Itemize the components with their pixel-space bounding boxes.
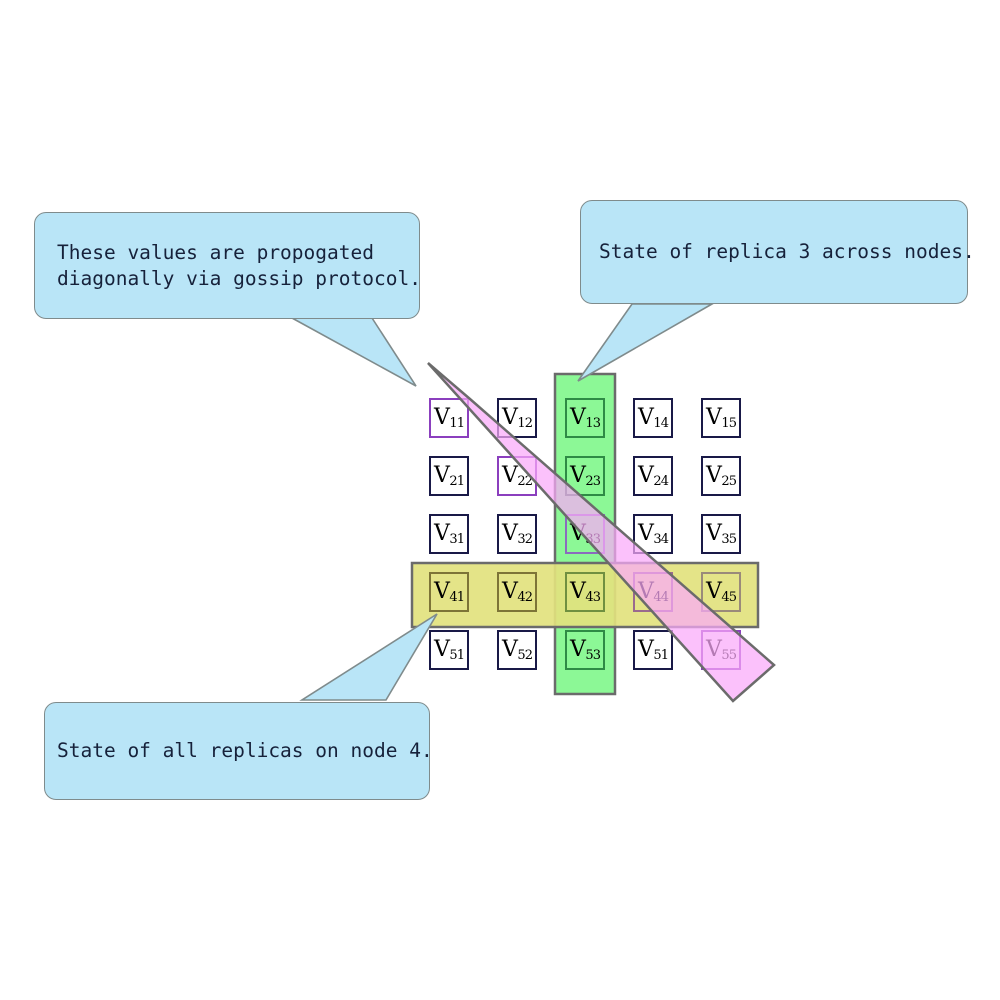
grid-cell-subscript: 34 xyxy=(653,531,669,547)
grid-cell-subscript: 24 xyxy=(653,473,669,489)
callout-tail-replica xyxy=(577,303,715,382)
callout-replica-column[interactable]: State of replica 3 across nodes. xyxy=(580,200,975,304)
grid-cell-label: V51 xyxy=(434,636,465,663)
grid-cell-label: V12 xyxy=(502,404,533,431)
grid-cell-label: V41 xyxy=(434,578,465,605)
grid-cell-subscript: 51 xyxy=(653,647,669,663)
grid-cell-subscript: 52 xyxy=(517,647,533,663)
grid-cell-subscript: 22 xyxy=(517,473,533,489)
grid-cell-subscript: 41 xyxy=(449,589,465,605)
grid-cell-subscript: 21 xyxy=(449,473,465,489)
gossip-diagonal-band xyxy=(427,362,776,703)
grid-cell-v23[interactable]: V23 xyxy=(565,456,605,496)
grid-cell-v15[interactable]: V15 xyxy=(701,398,741,438)
grid-cell-label: V34 xyxy=(638,520,669,547)
grid-cell-label: V15 xyxy=(706,404,737,431)
grid-cell-v35[interactable]: V35 xyxy=(701,514,741,554)
grid-cell-v45[interactable]: V45 xyxy=(701,572,741,612)
grid-cell-v21[interactable]: V21 xyxy=(429,456,469,496)
grid-cell-label: V32 xyxy=(502,520,533,547)
grid-cell-label: V13 xyxy=(570,404,601,431)
grid-cell-v31[interactable]: V31 xyxy=(429,514,469,554)
grid-cell-label: V35 xyxy=(706,520,737,547)
grid-cell-v32[interactable]: V32 xyxy=(497,514,537,554)
grid-cell-subscript: 43 xyxy=(585,589,601,605)
grid-cell-label: V25 xyxy=(706,462,737,489)
grid-cell-label: V11 xyxy=(434,404,465,431)
grid-cell-subscript: 35 xyxy=(721,531,737,547)
grid-cell-subscript: 53 xyxy=(585,647,601,663)
callout-tail-node xyxy=(299,613,438,701)
grid-cell-label: V51 xyxy=(638,636,669,663)
grid-cell-v52[interactable]: V52 xyxy=(497,630,537,670)
grid-cell-v14[interactable]: V14 xyxy=(633,398,673,438)
grid-cell-v51[interactable]: V51 xyxy=(633,630,673,670)
callout-node-text: State of all replicas on node 4. xyxy=(57,739,433,763)
grid-cell-label: V14 xyxy=(638,404,669,431)
grid-cell-label: V31 xyxy=(434,520,465,547)
grid-cell-v41[interactable]: V41 xyxy=(429,572,469,612)
grid-cell-subscript: 23 xyxy=(585,473,601,489)
grid-cell-subscript: 13 xyxy=(585,415,601,431)
grid-cell-subscript: 45 xyxy=(721,589,737,605)
grid-cell-subscript: 32 xyxy=(517,531,533,547)
grid-cell-subscript: 25 xyxy=(721,473,737,489)
grid-cell-label: V23 xyxy=(570,462,601,489)
grid-cell-label: V22 xyxy=(502,462,533,489)
grid-cell-subscript: 31 xyxy=(449,531,465,547)
grid-cell-subscript: 15 xyxy=(721,415,737,431)
callout-gossip-protocol[interactable]: These values are propogated diagonally v… xyxy=(34,212,421,319)
grid-cell-label: V53 xyxy=(570,636,601,663)
grid-cell-label: V21 xyxy=(434,462,465,489)
grid-cell-v13[interactable]: V13 xyxy=(565,398,605,438)
grid-cell-v53[interactable]: V53 xyxy=(565,630,605,670)
grid-cell-v12[interactable]: V12 xyxy=(497,398,537,438)
callout-tail-gossip xyxy=(291,317,417,387)
grid-cell-subscript: 12 xyxy=(517,415,533,431)
callout-replica-text: State of replica 3 across nodes. xyxy=(599,240,975,264)
grid-cell-subscript: 42 xyxy=(517,589,533,605)
grid-cell-v11[interactable]: V11 xyxy=(429,398,469,438)
grid-cell-label: V24 xyxy=(638,462,669,489)
grid-cell-label: V43 xyxy=(570,578,601,605)
grid-cell-label: V52 xyxy=(502,636,533,663)
grid-cell-v24[interactable]: V24 xyxy=(633,456,673,496)
grid-cell-v25[interactable]: V25 xyxy=(701,456,741,496)
grid-cell-subscript: 14 xyxy=(653,415,669,431)
grid-cell-label: V42 xyxy=(502,578,533,605)
grid-cell-v51[interactable]: V51 xyxy=(429,630,469,670)
grid-cell-subscript: 51 xyxy=(449,647,465,663)
grid-cell-v43[interactable]: V43 xyxy=(565,572,605,612)
callout-node-row[interactable]: State of all replicas on node 4. xyxy=(44,702,433,800)
callout-gossip-text: These values are propogated diagonally v… xyxy=(57,240,421,290)
grid-cell-subscript: 11 xyxy=(449,415,465,431)
grid-cell-label: V45 xyxy=(706,578,737,605)
grid-cell-v34[interactable]: V34 xyxy=(633,514,673,554)
grid-cell-v42[interactable]: V42 xyxy=(497,572,537,612)
